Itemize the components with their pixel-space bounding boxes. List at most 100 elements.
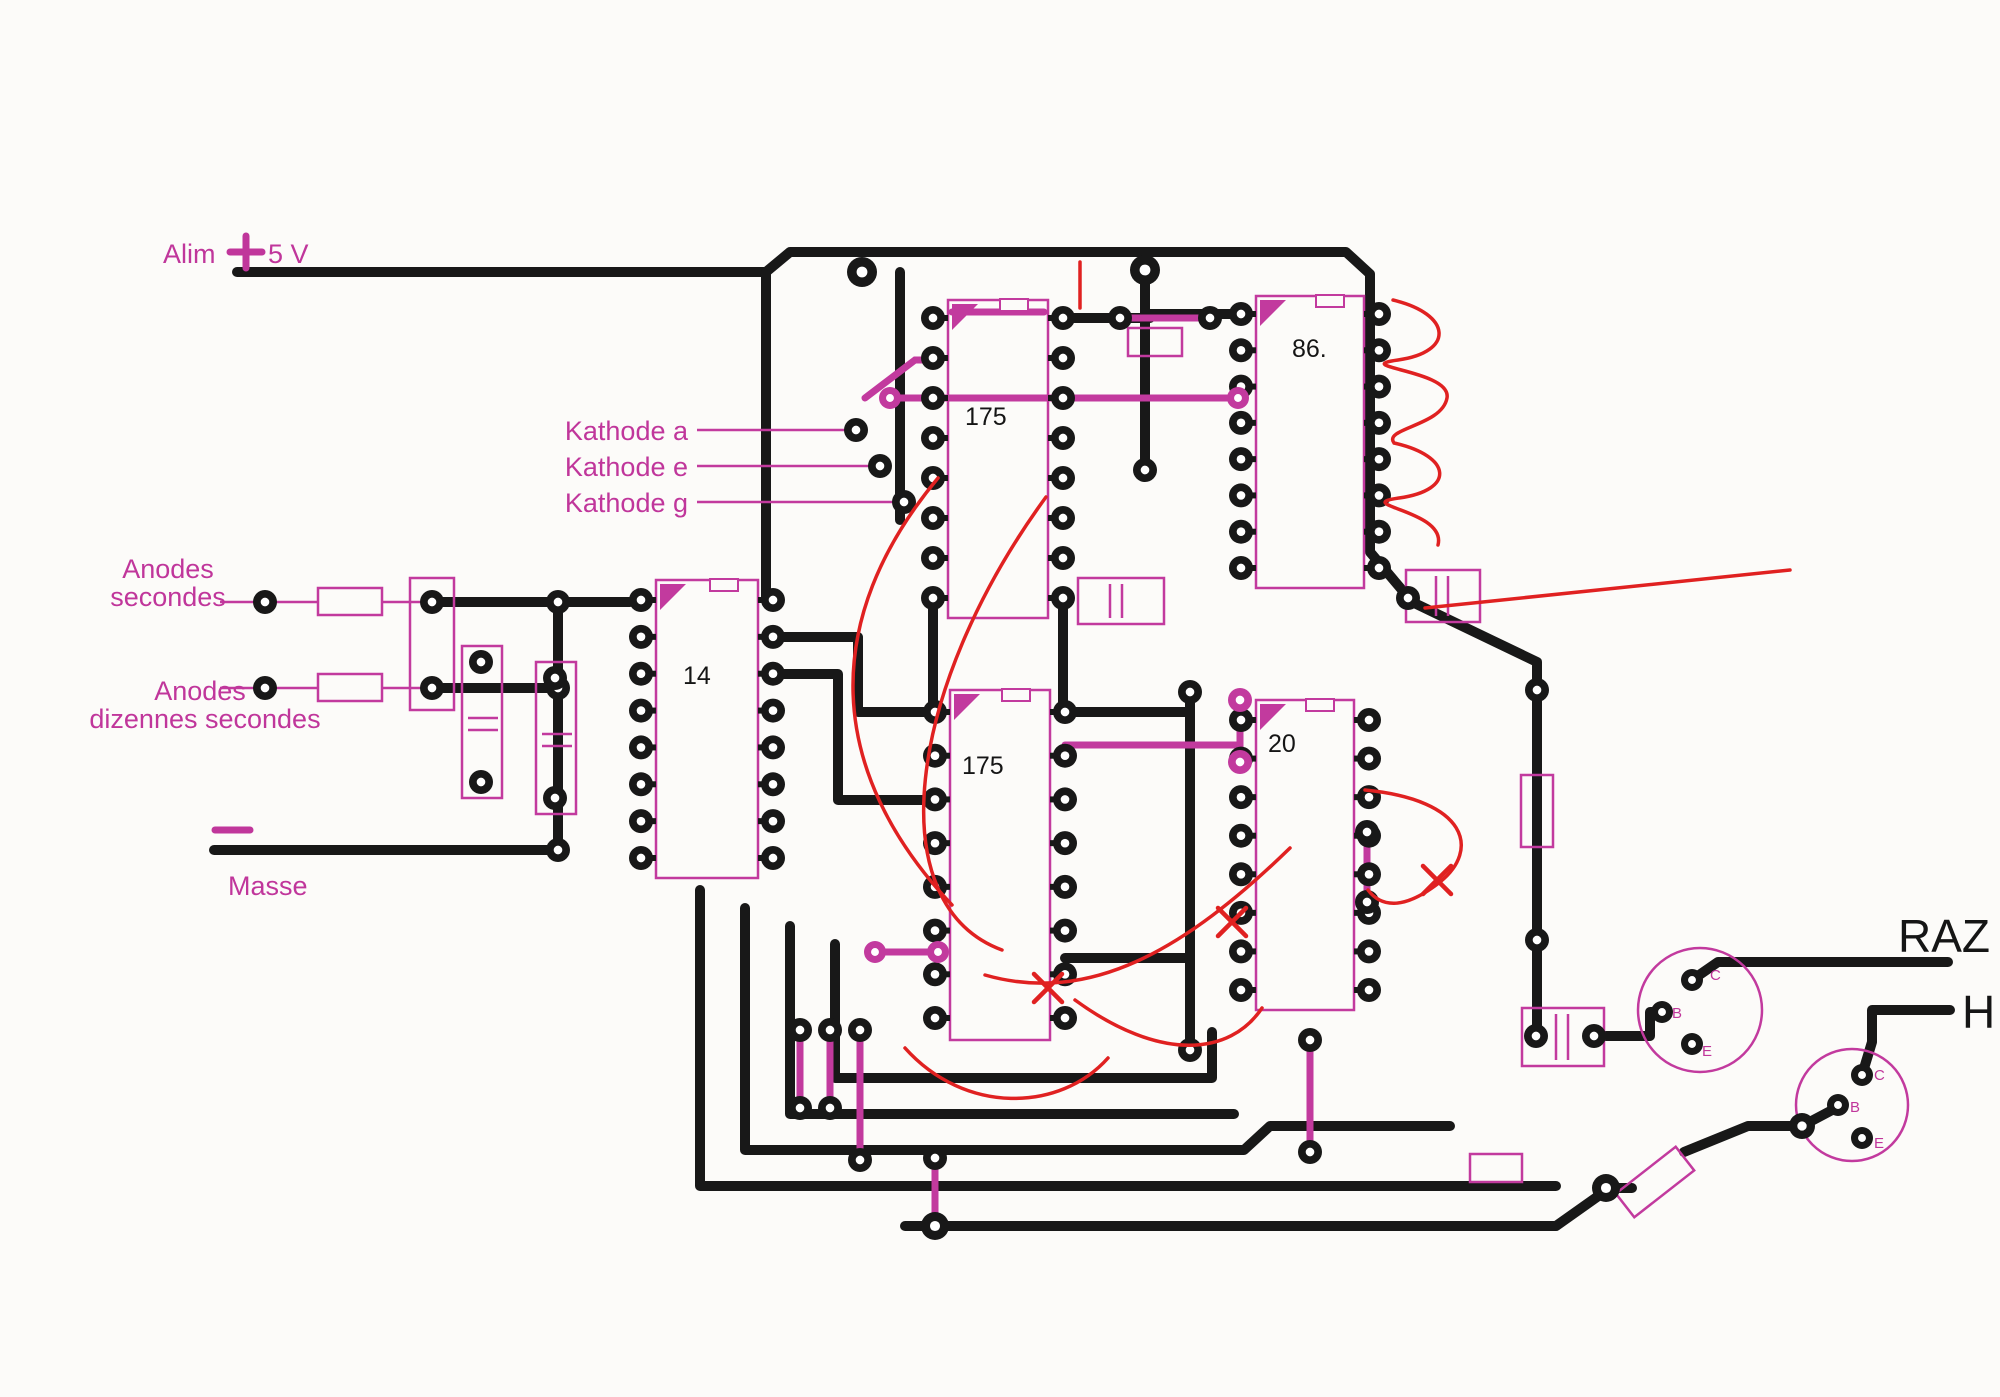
pad-hole <box>899 497 909 507</box>
pad-hole <box>928 313 938 323</box>
ic-pin1-marker <box>952 304 978 330</box>
pad-hole <box>1374 382 1384 391</box>
pad-hole <box>1236 831 1246 841</box>
capacitor-symbol <box>1434 576 1450 616</box>
pad-hole <box>1234 394 1242 402</box>
pad-hole <box>1403 593 1413 603</box>
x-mark <box>1031 971 1065 1005</box>
pad-hole <box>795 1103 805 1113</box>
pad-hole <box>1236 454 1246 464</box>
pad-hole <box>1364 985 1374 995</box>
pad-hole <box>550 673 560 683</box>
pad-hole <box>934 948 942 956</box>
pad-hole <box>1364 869 1374 879</box>
pad-hole <box>1058 433 1068 443</box>
pad-hole <box>1374 563 1384 573</box>
label-anodes-dizennes-2: dizennes secondes <box>89 704 320 734</box>
label-anodes-secondes-1: Anodes <box>122 554 214 584</box>
pad-hole <box>768 595 778 605</box>
pad-hole <box>928 553 938 563</box>
resistor-outline <box>316 672 384 703</box>
pad-hole <box>1058 473 1068 483</box>
component-outline-layer <box>316 326 1910 1219</box>
pad-hole <box>1185 1045 1195 1055</box>
pad-hole <box>1374 309 1384 319</box>
pad-layer <box>253 255 1873 1240</box>
pad-hole <box>1235 695 1245 705</box>
pad-hole <box>1235 757 1245 767</box>
ic-pin1-marker <box>660 584 686 610</box>
red-annotation-layer <box>851 260 1792 1101</box>
pad-hole <box>768 816 778 826</box>
black-trace-loop <box>740 903 1455 1155</box>
pad-hole <box>1374 527 1384 537</box>
pad-hole <box>1058 313 1068 323</box>
capacitor-symbol <box>1554 1014 1570 1060</box>
ic-pin1-marker <box>1260 704 1286 730</box>
black-trace <box>768 632 940 717</box>
resistor-outline <box>1126 326 1184 358</box>
capacitor-outline <box>1076 576 1166 626</box>
black-trace-h-line <box>1857 1005 1955 1080</box>
pad-hole <box>851 425 861 435</box>
pad-hole <box>768 669 778 679</box>
ic-notch <box>1305 698 1335 712</box>
red-annotation-curve <box>1073 998 1264 1047</box>
ic-notch <box>1001 688 1031 702</box>
label-anodes-secondes-2: secondes <box>110 582 226 612</box>
pad-hole <box>1305 1035 1315 1045</box>
pad-hole <box>1374 345 1384 355</box>
transistor-pin-label: E <box>1874 1135 1884 1152</box>
pad-hole <box>1236 563 1246 573</box>
pad-hole <box>476 777 486 787</box>
pad-hole <box>636 669 646 679</box>
ic-pin1-marker <box>1260 300 1286 326</box>
pad-hole <box>855 1025 865 1035</box>
pad-hole <box>1236 715 1246 725</box>
ic-label: 20 <box>1268 730 1296 758</box>
pad-hole <box>1060 707 1070 717</box>
transistor-pin-label: E <box>1702 1043 1712 1060</box>
ic-label: 175 <box>965 403 1007 431</box>
black-trace <box>1679 1103 1841 1157</box>
pad-hole <box>1236 985 1246 995</box>
pad-hole <box>1139 264 1151 276</box>
pad-hole <box>1060 926 1070 935</box>
pad-hole <box>260 683 270 693</box>
pad-hole <box>930 838 940 848</box>
pad-hole <box>1236 418 1246 428</box>
ic-outline <box>946 298 1050 620</box>
red-annotation-line <box>1423 568 1792 610</box>
pad-hole <box>930 926 940 935</box>
ic-notch <box>1315 294 1345 308</box>
ic-outline <box>1254 294 1366 590</box>
label-kathode-e: Kathode e <box>565 452 688 482</box>
ic-label: 86. <box>1292 335 1327 363</box>
pad-hole <box>1236 527 1246 537</box>
label-masse: Masse <box>228 871 308 901</box>
ic-notch <box>999 298 1029 312</box>
pad-hole <box>930 751 940 761</box>
red-annotation-curve <box>983 846 1292 985</box>
pad-hole <box>1531 1031 1541 1041</box>
pad-hole <box>1060 838 1070 848</box>
ic-pin1-marker <box>954 694 980 720</box>
label-alim: Alim <box>163 239 216 269</box>
pad-hole <box>1060 751 1070 761</box>
pad-hole <box>1236 491 1246 500</box>
transistor-pin-label: B <box>1672 1005 1682 1022</box>
pad-hole <box>1060 795 1070 804</box>
ic-outline <box>654 578 760 880</box>
pad-hole <box>636 706 646 715</box>
red-annotation-curve <box>1363 788 1463 905</box>
transistor-pin-label: C <box>1874 1067 1885 1084</box>
pad-hole <box>928 433 938 443</box>
ic-label: 14 <box>683 662 711 690</box>
resistor-diagonal <box>1614 1145 1696 1219</box>
pad-hole <box>1688 1040 1696 1048</box>
pad-hole <box>1060 882 1070 892</box>
pad-hole <box>1362 827 1372 837</box>
black-trace-loop-outer <box>695 885 1561 1191</box>
capacitor-symbol <box>1108 584 1124 618</box>
